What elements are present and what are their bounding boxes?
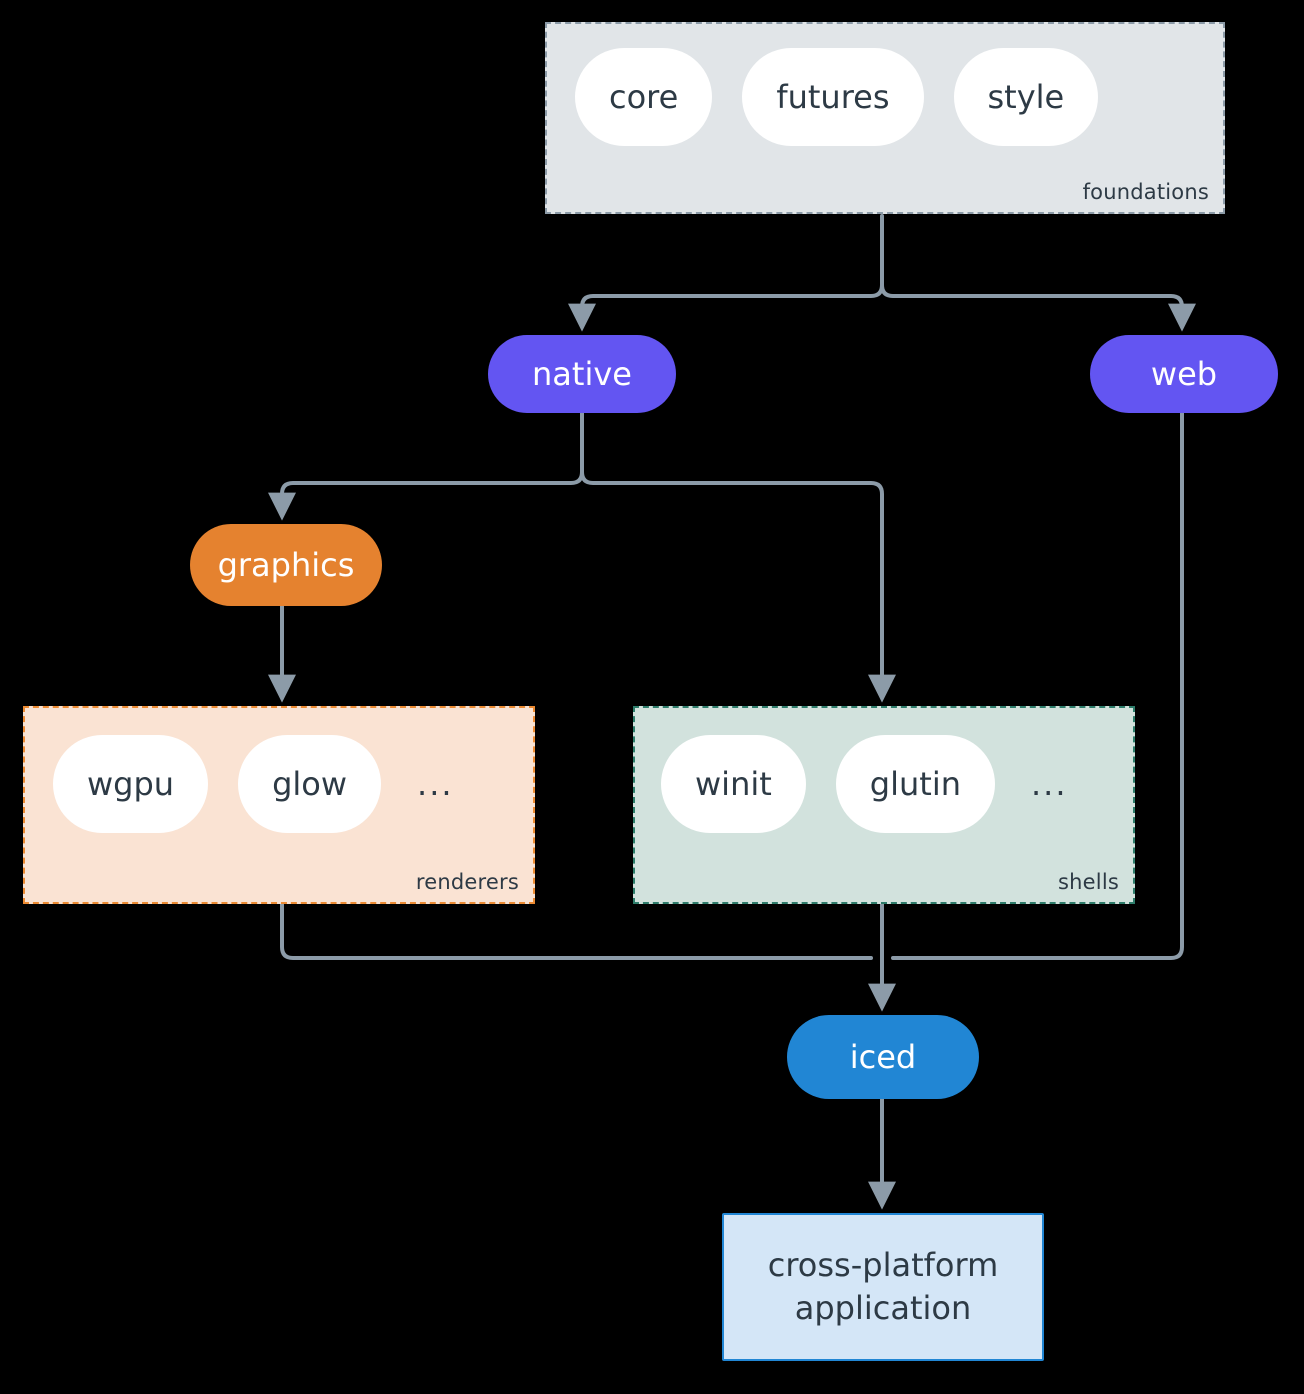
- shells-items: winit glutin ...: [661, 735, 1068, 833]
- node-core[interactable]: core: [575, 48, 713, 146]
- edge-foundations-to-web: [880, 283, 1196, 332]
- node-style[interactable]: style: [953, 48, 1099, 146]
- node-futures[interactable]: futures: [742, 48, 924, 146]
- group-renderers: wgpu glow ... renderers: [23, 706, 535, 904]
- node-cross-platform-application[interactable]: cross-platform application: [722, 1213, 1044, 1361]
- group-shells: winit glutin ... shells: [633, 706, 1135, 904]
- application-line-2: application: [794, 1289, 972, 1327]
- node-wgpu[interactable]: wgpu: [53, 735, 209, 833]
- group-foundations: core futures style foundations: [545, 22, 1225, 214]
- node-graphics[interactable]: graphics: [190, 524, 382, 606]
- group-label-foundations: foundations: [1082, 180, 1209, 204]
- edge-native-to-shells: [580, 470, 896, 703]
- node-glow[interactable]: glow: [238, 735, 382, 833]
- node-web[interactable]: web: [1090, 335, 1278, 413]
- node-winit[interactable]: winit: [661, 735, 806, 833]
- foundations-items: core futures style: [575, 48, 1099, 146]
- renderers-more-ellipsis: ...: [417, 765, 454, 803]
- application-line-1: cross-platform: [767, 1245, 999, 1284]
- node-iced[interactable]: iced: [787, 1015, 979, 1099]
- edge-foundations-to-native: [568, 283, 884, 332]
- group-label-shells: shells: [1058, 870, 1119, 894]
- edge-renderers-to-iced: [280, 902, 873, 960]
- renderers-items: wgpu glow ...: [53, 735, 454, 833]
- node-native[interactable]: native: [488, 335, 676, 413]
- edge-native-to-graphics: [268, 470, 584, 521]
- shells-more-ellipsis: ...: [1030, 765, 1068, 803]
- group-label-renderers: renderers: [415, 870, 519, 894]
- node-glutin[interactable]: glutin: [835, 735, 995, 833]
